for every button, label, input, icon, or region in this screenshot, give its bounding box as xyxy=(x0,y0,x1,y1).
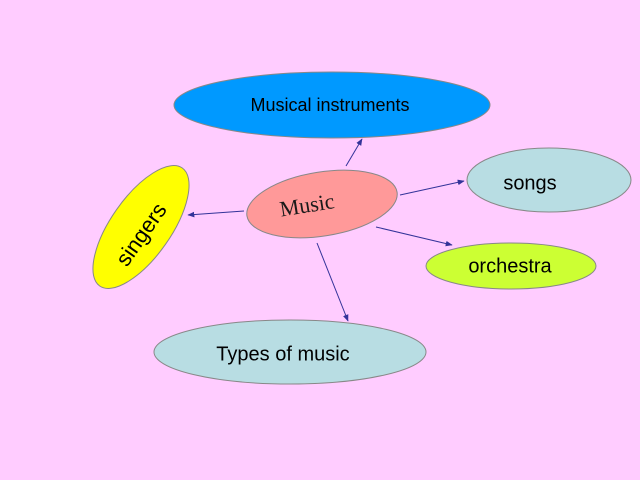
node-orchestra-label: orchestra xyxy=(468,255,552,277)
node-musical-instruments: Musical instruments xyxy=(173,71,491,139)
node-songs-shape xyxy=(466,147,632,213)
connector-to-instruments xyxy=(345,138,363,167)
node-singers-shape xyxy=(92,165,190,289)
connector-to-singers xyxy=(187,210,245,218)
node-orchestra-shape xyxy=(425,242,597,290)
node-musical-instruments-shape xyxy=(173,71,491,139)
node-music-center: Music xyxy=(246,169,398,239)
connector-to-songs xyxy=(399,179,465,196)
node-singers: singers xyxy=(92,165,190,289)
node-orchestra: orchestra xyxy=(425,242,597,290)
connector-to-types xyxy=(316,242,349,322)
connector-to-orchestra xyxy=(375,226,453,247)
node-songs-label: songs xyxy=(503,172,556,194)
node-types-of-music-shape xyxy=(153,319,427,385)
node-types-of-music-label: Types of music xyxy=(216,343,349,365)
node-musical-instruments-label: Musical instruments xyxy=(250,95,409,115)
connectors xyxy=(187,138,465,322)
node-types-of-music: Types of music xyxy=(153,319,427,385)
node-music-center-shape xyxy=(246,169,398,239)
node-songs: songs xyxy=(466,147,632,213)
